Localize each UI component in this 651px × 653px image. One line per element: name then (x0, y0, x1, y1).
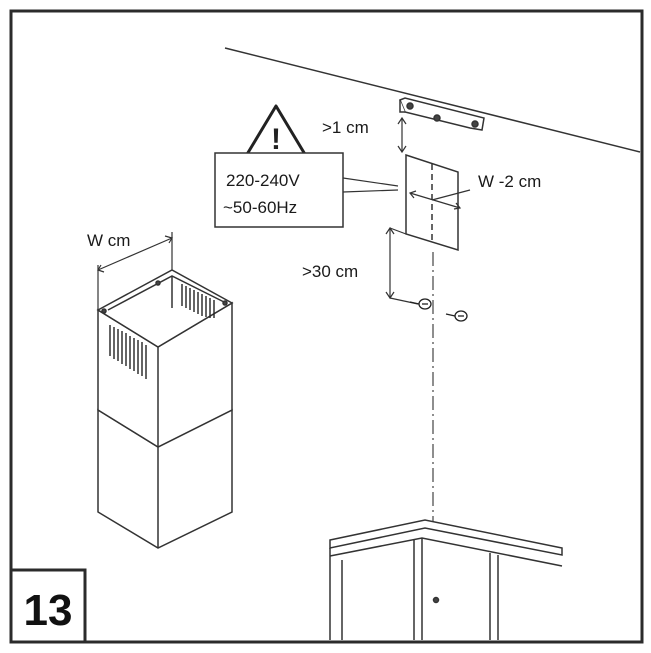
warning-callout: ! 220-240V ~50-60Hz (214, 104, 399, 228)
chimney-vents-left (109, 325, 147, 379)
mounting-plate (405, 153, 459, 252)
screw-left-icon (409, 298, 432, 310)
ceiling-line (224, 47, 641, 153)
step-number: 13 (24, 586, 73, 635)
screws (409, 298, 468, 322)
chimney-width-label: W cm (87, 231, 130, 250)
bracket-width-dimension (408, 189, 471, 210)
chimney-vents-back (181, 284, 215, 318)
frequency-label: ~50-60Hz (223, 198, 297, 217)
bracket-width-label: W -2 cm (478, 172, 541, 191)
power-spec-box (214, 152, 344, 228)
lower-clearance-label: >30 cm (302, 262, 358, 281)
ceiling-bracket (399, 97, 485, 131)
power-spec-pointer (342, 177, 399, 187)
chimney-cover (96, 269, 234, 549)
step-number-box (9, 568, 87, 644)
hood-body (329, 519, 563, 640)
top-clearance-dimension (397, 116, 407, 154)
chimney-width-dimension (97, 232, 173, 310)
warning-exclamation: ! (271, 123, 281, 156)
top-clearance-label: >1 cm (322, 118, 369, 137)
screw-right-icon (445, 310, 468, 322)
voltage-label: 220-240V (226, 171, 300, 190)
